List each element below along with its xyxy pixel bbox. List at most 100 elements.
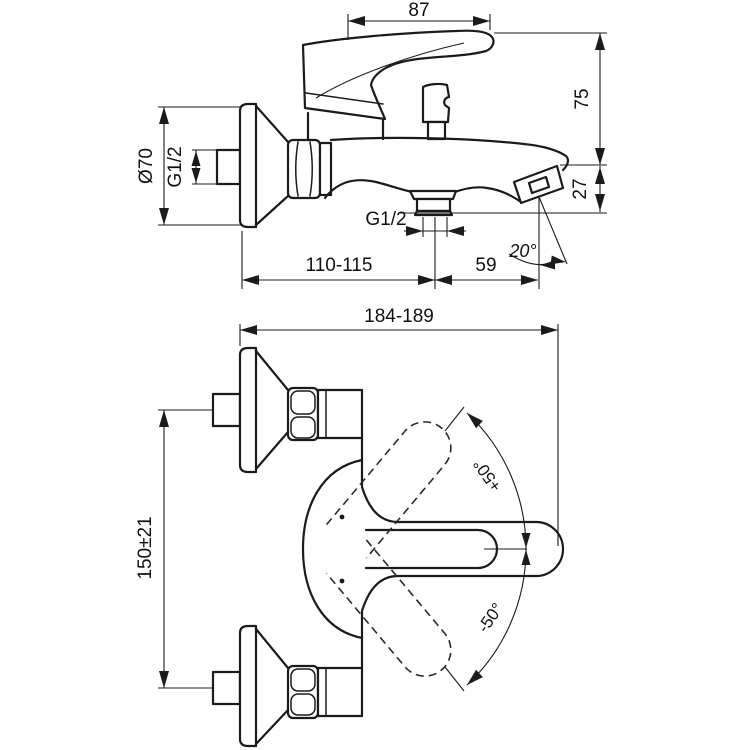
body-washer-ring	[318, 141, 333, 197]
flange-cone-edge	[254, 627, 290, 670]
diverter-knob	[421, 82, 451, 141]
arrowhead	[191, 168, 201, 183]
cartridge-bulge	[301, 458, 364, 640]
hex-nut-facet-right	[309, 141, 313, 197]
lever-handle	[301, 29, 495, 141]
arrowhead	[550, 255, 566, 265]
arrowhead	[521, 275, 538, 285]
handle-lever-outline	[301, 29, 495, 121]
handle-crease-line	[315, 42, 465, 99]
swing-arc-up	[466, 412, 527, 550]
shower-outlet	[408, 189, 458, 217]
swing-down-label: -50°	[474, 600, 508, 637]
spout-underside-right	[450, 186, 523, 204]
outlet-thread-body	[415, 197, 452, 213]
hex-nut-facet-left	[295, 141, 299, 197]
valve-connection-block	[316, 388, 364, 440]
dim-wall-to-outlet-110-115: 110-115	[241, 217, 538, 289]
dim-spout-drop-27: 27	[570, 166, 605, 212]
arrowhead	[435, 275, 452, 285]
arrowhead	[159, 410, 169, 427]
dim-label: 27	[570, 178, 591, 199]
dim-handle-width-87: 87	[347, 0, 491, 40]
dim-connection-distance-150: 150±21	[135, 409, 214, 689]
arrowhead	[595, 167, 605, 184]
dim-label: 110-115	[306, 255, 373, 276]
inlet-thread-nipple	[215, 148, 242, 186]
wall-connection-bottom	[211, 624, 364, 748]
arrowhead	[447, 226, 464, 236]
arrowhead	[595, 33, 605, 50]
wall-flange-plate	[238, 624, 258, 748]
dim-label: G1/2	[365, 209, 406, 230]
arrowhead	[418, 275, 435, 285]
ghost-handle-outline	[325, 421, 452, 559]
wall-flange-plate	[238, 102, 258, 229]
dim-height-75: 75	[400, 32, 607, 214]
body-and-handle-top	[301, 436, 565, 670]
arrowhead	[406, 226, 423, 236]
wall-inlet-assembly	[215, 102, 333, 229]
ghost-handle-up	[325, 421, 452, 559]
arrowhead	[521, 550, 531, 565]
arrowhead	[240, 325, 257, 335]
diverter-knob-outline	[421, 82, 451, 124]
swing-up-label: +50°	[469, 455, 505, 495]
top-view: +50° -50° 184-189 150±21	[135, 306, 565, 748]
ghost-handle-down	[325, 539, 452, 677]
arrowhead	[541, 325, 558, 335]
dim-outlet-thread-g12: G1/2	[365, 209, 466, 237]
arrowhead	[521, 533, 531, 548]
ghost-handle-outline	[325, 539, 452, 677]
screw-dot	[339, 514, 345, 520]
dim-label: 150±21	[135, 516, 156, 579]
dim-label: G1/2	[165, 146, 186, 187]
flange-cone-edge	[254, 708, 290, 746]
spout-underside-left	[323, 179, 414, 200]
arrowhead	[595, 148, 605, 165]
dim-label: 75	[572, 88, 593, 109]
arrowhead	[159, 671, 169, 688]
wall-connection-top	[211, 346, 364, 474]
dim-label: 87	[408, 0, 429, 21]
hex-nut	[286, 138, 322, 200]
outlet-flange	[408, 189, 458, 201]
hex-nut-facet	[290, 390, 316, 415]
valve-connection-block	[316, 666, 364, 718]
arrowhead	[159, 208, 169, 225]
arrowhead	[159, 107, 169, 124]
arrowhead	[595, 194, 605, 211]
spout-top-edge	[329, 136, 570, 172]
arrowhead	[467, 413, 483, 429]
arrowhead	[348, 16, 365, 26]
arrowhead	[191, 151, 201, 166]
body-handle-outline	[360, 436, 565, 670]
dome-rim-line	[305, 92, 384, 105]
dim-label: Ø70	[136, 148, 157, 184]
swing-tick-down	[444, 666, 465, 692]
screw-dot	[339, 578, 345, 584]
flange-cone-bottom-edge	[254, 194, 290, 227]
swing-tick-up	[444, 406, 465, 432]
arrowhead	[473, 16, 490, 26]
hex-nut	[286, 664, 320, 720]
dim-overall-depth-184-189: 184-189	[239, 306, 559, 546]
dim-flange-diameter-70: Ø70	[136, 106, 242, 226]
dim-wall-thread-g12: G1/2	[165, 146, 217, 188]
swing-arc-down	[466, 548, 527, 686]
arrowhead	[242, 275, 259, 285]
wall-flange-plate	[238, 346, 258, 474]
dim-outlet-to-tip-59: 59	[435, 255, 538, 285]
dim-label: 59	[475, 255, 496, 276]
arrowhead	[467, 669, 483, 685]
aerator-screen	[527, 175, 551, 195]
side-view: 87 75 27 Ø70	[136, 0, 607, 289]
inlet-thread-nipple	[211, 392, 242, 428]
hex-nut-facet	[290, 668, 316, 692]
flange-cone-top-edge	[254, 104, 290, 144]
dim-label: 184-189	[364, 306, 434, 327]
faucet-body-spout	[323, 136, 570, 205]
angle-ref-tilted	[538, 196, 568, 265]
